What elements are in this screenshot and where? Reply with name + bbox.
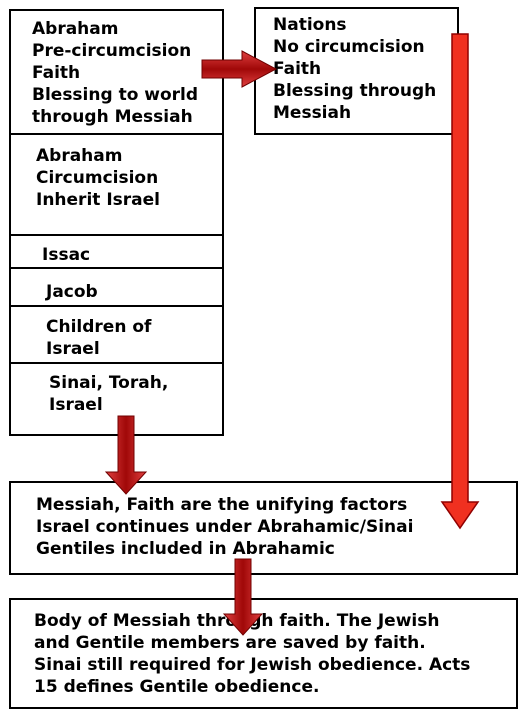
sinai-text: Sinai, Torah, Israel [49,373,169,415]
issac-text: Issac [42,245,91,265]
left-divider-4 [9,305,224,307]
messiah-box [9,481,518,575]
children-of-israel-text: Children of Israel [46,317,152,359]
left-divider-3 [9,267,224,269]
jacob-text: Jacob [46,282,98,302]
left-divider-1 [9,133,224,135]
nations-box [254,7,459,135]
down-arrow-to-messiah [104,415,148,495]
left-column-stack [9,9,224,436]
nations-text: Nations No circumcision Faith Blessing t… [273,15,437,123]
right-arrow-to-nations [201,50,278,88]
abraham-faith-text: Abraham Pre-circumcision Faith Blessing … [32,19,199,127]
abraham-circumcision-text: Abraham Circumcision Inherit Israel [36,146,160,210]
long-down-arrow-nations [440,33,480,530]
down-arrow-to-body [222,558,264,636]
body-of-messiah-box [9,598,518,709]
left-divider-2 [9,234,224,236]
messiah-text: Messiah, Faith are the unifying factors … [36,495,414,559]
body-of-messiah-text: Body of Messiah through faith. The Jewis… [34,611,471,697]
left-divider-5 [9,362,224,364]
